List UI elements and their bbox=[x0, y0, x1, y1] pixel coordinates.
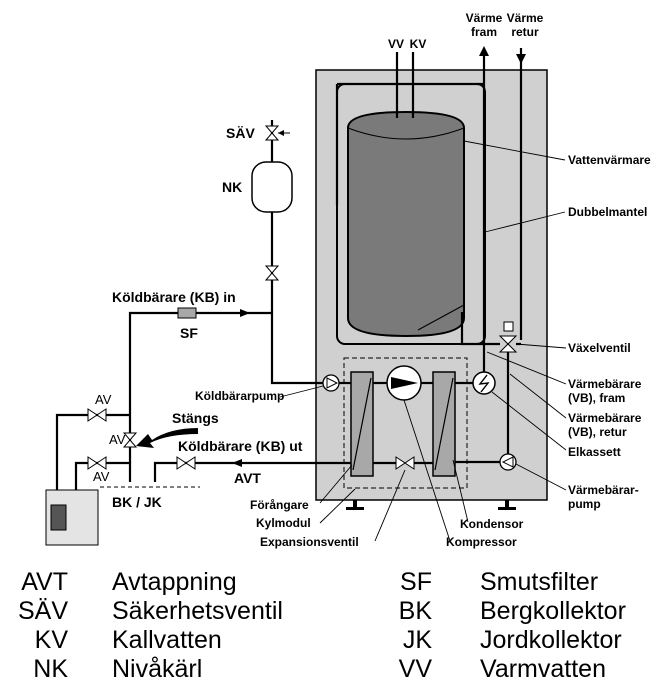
kb-in-to-pump-pipe bbox=[270, 313, 323, 385]
label-av-bottom: AV bbox=[93, 469, 110, 484]
legend-right-column: SF Smutsfilter BK Bergkollektor JK Jordkoll… bbox=[374, 568, 626, 684]
label-vb-retur-1: Värmebärare bbox=[568, 411, 642, 425]
elkassett-icon bbox=[472, 371, 496, 395]
label-nk: NK bbox=[222, 179, 242, 195]
label-stangs: Stängs bbox=[172, 410, 219, 426]
koldbararpump-icon bbox=[322, 374, 340, 392]
label-bk-jk: BK / JK bbox=[112, 494, 162, 510]
forangare-heat-exchanger bbox=[350, 371, 374, 477]
legend-desc: Avtappning bbox=[112, 568, 237, 596]
label-expansionsventil: Expansionsventil bbox=[260, 535, 359, 549]
label-koldbarare-in: Köldbärare (KB) in bbox=[112, 289, 236, 305]
sav-valve-icon bbox=[264, 125, 290, 141]
legend-row: JK Jordkollektor bbox=[374, 626, 626, 655]
label-elkassett: Elkassett bbox=[568, 445, 621, 459]
legend-row: NK Nivåkärl bbox=[6, 655, 283, 684]
kylmodul-box bbox=[343, 357, 468, 489]
legend-abbr: SF bbox=[400, 568, 432, 596]
kb-ut-arrow-icon bbox=[232, 459, 242, 467]
leader-lines bbox=[279, 140, 567, 542]
label-kv: KV bbox=[410, 37, 427, 51]
smutsfilter-icon bbox=[177, 307, 197, 319]
legend-row: BK Bergkollektor bbox=[374, 597, 626, 626]
varme-retur-arrow-icon bbox=[516, 54, 526, 64]
legend-desc: Säkerhetsventil bbox=[112, 597, 283, 625]
varmebararpump-icon bbox=[499, 453, 517, 471]
cabinet-feet bbox=[346, 500, 516, 510]
legend-left-column: AVT Avtappning SÄV Säkerhetsventil KV Kallv… bbox=[6, 568, 283, 684]
av-valve-top-icon bbox=[87, 408, 107, 422]
legend-desc: Jordkollektor bbox=[480, 626, 622, 654]
label-varmebararpump-1: Värmebärar- bbox=[568, 483, 639, 497]
label-vaxelventil: Växelventil bbox=[568, 341, 631, 355]
legend-desc: Smutsfilter bbox=[480, 568, 599, 596]
kompressor-icon bbox=[386, 365, 422, 401]
water-heater-tank bbox=[347, 110, 465, 338]
avt-valve-icon bbox=[176, 456, 196, 470]
label-sf: SF bbox=[180, 325, 198, 341]
label-vv: VV bbox=[388, 37, 404, 51]
legend-row: KV Kallvatten bbox=[6, 626, 283, 655]
kb-ut-pipe bbox=[153, 461, 351, 482]
av-valve-center-icon bbox=[122, 432, 138, 448]
label-varme-fram-2: fram bbox=[471, 25, 497, 39]
label-dubbelmantel: Dubbelmantel bbox=[568, 205, 647, 219]
legend-desc: Nivåkärl bbox=[112, 655, 203, 683]
label-av-mid: AV bbox=[109, 432, 126, 447]
label-kylmodul: Kylmodul bbox=[256, 516, 311, 530]
legend-abbr: KV bbox=[34, 626, 68, 654]
label-forangare: Förångare bbox=[250, 498, 309, 512]
abbreviation-legend: AVT Avtappning SÄV Säkerhetsventil KV Kallv… bbox=[0, 568, 667, 688]
heat-pump-diagram: Värme fram Värme retur VV KV SÄV NK Vatt… bbox=[45, 11, 651, 549]
legend-abbr: NK bbox=[33, 655, 68, 683]
label-varme-fram-1: Värme bbox=[466, 11, 503, 25]
label-vb-fram-2: (VB), fram bbox=[568, 391, 625, 405]
label-vb-fram-1: Värmebärare bbox=[568, 377, 642, 391]
stangs-arrow-icon bbox=[136, 428, 198, 448]
kb-in-pipe bbox=[128, 311, 272, 433]
kb-in-arrow-icon bbox=[240, 309, 250, 317]
legend-desc: Bergkollektor bbox=[480, 597, 626, 625]
label-koldbarare-ut: Köldbärare (KB) ut bbox=[178, 438, 303, 454]
legend-row: SF Smutsfilter bbox=[374, 568, 626, 597]
legend-row: AVT Avtappning bbox=[6, 568, 283, 597]
tank-inner-line bbox=[417, 304, 465, 331]
label-koldbararpump: Köldbärarpump bbox=[195, 389, 284, 403]
label-sav: SÄV bbox=[226, 125, 255, 141]
label-varmebararpump-2: pump bbox=[568, 497, 601, 511]
legend-row: SÄV Säkerhetsventil bbox=[6, 597, 283, 626]
kondensor-heat-exchanger bbox=[432, 371, 456, 477]
av-valve-bottom-icon bbox=[87, 456, 107, 470]
legend-abbr: AVT bbox=[21, 568, 68, 596]
legend-abbr: JK bbox=[402, 626, 432, 654]
bucket-icon bbox=[45, 489, 99, 546]
legend-row: VV Varmvatten bbox=[374, 655, 626, 684]
nivakarl-vessel bbox=[251, 161, 293, 213]
legend-abbr: VV bbox=[398, 655, 432, 683]
label-avt: AVT bbox=[234, 470, 261, 486]
label-vattenvarmare: Vattenvärmare bbox=[568, 153, 651, 167]
label-varme-retur-1: Värme bbox=[507, 11, 544, 25]
label-av-top: AV bbox=[95, 392, 112, 407]
legend-desc: Kallvatten bbox=[112, 626, 222, 654]
legend-abbr: BK bbox=[398, 597, 432, 625]
jacket-to-valve-pipe bbox=[460, 312, 500, 346]
label-vb-retur-2: (VB), retur bbox=[568, 425, 627, 439]
legend-abbr: SÄV bbox=[17, 597, 68, 625]
nk-valve-icon bbox=[264, 265, 280, 281]
label-kompressor: Kompressor bbox=[446, 535, 517, 549]
label-varme-retur-2: retur bbox=[511, 25, 539, 39]
legend-desc: Varmvatten bbox=[480, 655, 606, 683]
varme-fram-arrow-icon bbox=[479, 46, 489, 56]
label-kondensor: Kondensor bbox=[460, 517, 524, 531]
